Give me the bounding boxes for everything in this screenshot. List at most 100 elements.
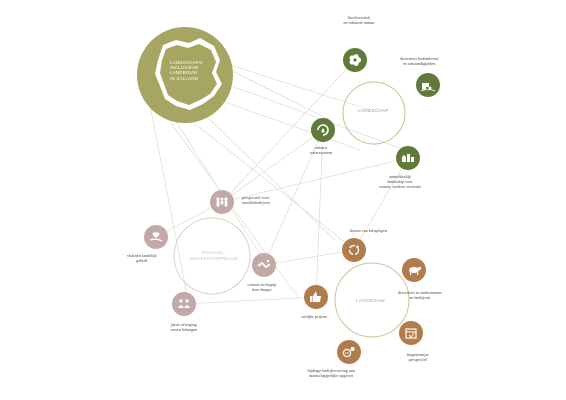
euro-icon	[342, 348, 352, 358]
node-langetermijn	[399, 321, 423, 345]
node-label-line: vitaliteit landelijk	[127, 253, 157, 258]
main-title-line: INCLUSIEVE	[170, 65, 199, 71]
connector-line	[229, 69, 331, 121]
node-label-line: langetermijn-	[406, 352, 430, 357]
handshake-icon	[257, 261, 271, 269]
connector-line	[214, 59, 371, 111]
node-aantrekkelijk	[396, 146, 420, 170]
heart-hand-icon	[152, 232, 160, 238]
livestock-icon	[409, 267, 419, 273]
node-robuust-water	[311, 118, 335, 142]
connector-line	[353, 157, 409, 251]
connector-line	[221, 59, 356, 203]
node-diversiteit-bodem	[416, 73, 440, 97]
node-circle	[399, 321, 423, 345]
node-label-line: perspectief voor	[242, 195, 270, 200]
flower-icon	[353, 60, 359, 66]
node-label-line: en robuuste natuur	[343, 20, 375, 26]
node-landelijk-gebied	[144, 225, 168, 249]
cycle-icon	[348, 244, 360, 256]
hub-ring-landschap	[342, 81, 406, 145]
flower-icon	[349, 59, 355, 65]
water-cycle-icon	[317, 124, 329, 136]
node-label-line: juiste afweging	[170, 322, 197, 327]
node-label-line: en omstandigheden	[402, 61, 436, 67]
node-label-line: diversiteit bodemleven	[400, 56, 439, 61]
node-circle	[337, 340, 361, 364]
hub-label-line: MAATSCHAPPELIJK	[190, 255, 239, 261]
connector-line	[155, 201, 223, 238]
node-label-line: sluiten van kringlopen	[349, 228, 387, 233]
hub-ring-landbouw	[334, 262, 410, 338]
village-icon	[402, 157, 406, 162]
node-label-eerlijke-prijzen: eerlijke prijzen	[302, 314, 327, 319]
node-label-line: biodiversiteit	[348, 15, 371, 20]
node-biodiversiteit	[343, 48, 367, 72]
node-contact-burger	[252, 253, 276, 277]
hub-label-line: SOCIAAL-	[202, 250, 226, 255]
hub-label-landschap: LANDSCHAP	[358, 108, 389, 113]
hub-circles	[173, 81, 410, 338]
connector-line	[221, 129, 324, 203]
node-label-line: landschap voor	[387, 179, 413, 185]
calendar-icon	[405, 328, 417, 339]
node-label-line: wonen, werken, recreatie	[379, 184, 422, 190]
main-title-line: LANDBOUW	[170, 70, 198, 76]
node-label-line: diversiteit in ondernemers	[398, 290, 442, 295]
node-label-line: watersysteem	[309, 150, 333, 156]
connector-line	[221, 157, 409, 203]
node-bijdrage	[337, 340, 361, 364]
node-label-line: eerlijke prijzen	[301, 314, 327, 319]
connector-line	[189, 119, 356, 251]
main-hub	[137, 27, 233, 123]
tractor-field-icon	[422, 83, 429, 87]
node-diversiteit-ondernemers	[402, 258, 426, 282]
node-afweging	[172, 292, 196, 316]
family-icon	[224, 200, 228, 207]
node-label-line: familiebedrijven	[242, 200, 270, 206]
main-title-line: IN SALLAND	[170, 75, 199, 81]
flower-icon	[353, 54, 359, 60]
connector-line	[204, 94, 361, 151]
connector-line	[263, 249, 355, 266]
people-icon	[179, 299, 183, 303]
node-label-line: perspectief	[408, 357, 427, 363]
hub-ring-sociaal	[173, 217, 251, 295]
node-label-line: aantrekkelijk	[389, 174, 411, 179]
node-label-langetermijn: langetermijn-perspectief	[407, 352, 430, 362]
thumbs-up-icon	[310, 296, 313, 302]
node-perspectief-familie	[210, 190, 234, 214]
main-title-line: LANDSCHAPS-	[170, 60, 204, 65]
node-label-line: en bedrijven	[409, 295, 431, 301]
connector-line	[183, 296, 317, 305]
flower-icon	[349, 55, 355, 61]
connector-line	[228, 84, 406, 151]
node-circle	[172, 292, 196, 316]
node-label-kringlopen: sluiten van kringlopen	[350, 228, 387, 233]
node-label-line: robuust	[314, 145, 328, 150]
node-label-line: boer-burger	[252, 287, 272, 293]
connector-line	[149, 104, 191, 311]
hub-label-sociaal: SOCIAAL-MAATSCHAPPELIJK	[190, 250, 238, 261]
connector-line	[204, 114, 336, 241]
connector-line	[263, 129, 324, 266]
hub-label-landbouw: LANDBOUW	[356, 298, 385, 303]
node-kringlopen	[342, 238, 366, 262]
node-label-line: bijdrage bedrijfsvoering aan	[307, 368, 355, 373]
node-circles	[144, 48, 440, 364]
node-label-line: tussen belangen	[170, 327, 198, 333]
node-label-line: contact en begrip	[247, 282, 277, 287]
node-eerlijke-prijzen	[304, 285, 328, 309]
salland-map-inner	[160, 44, 217, 105]
